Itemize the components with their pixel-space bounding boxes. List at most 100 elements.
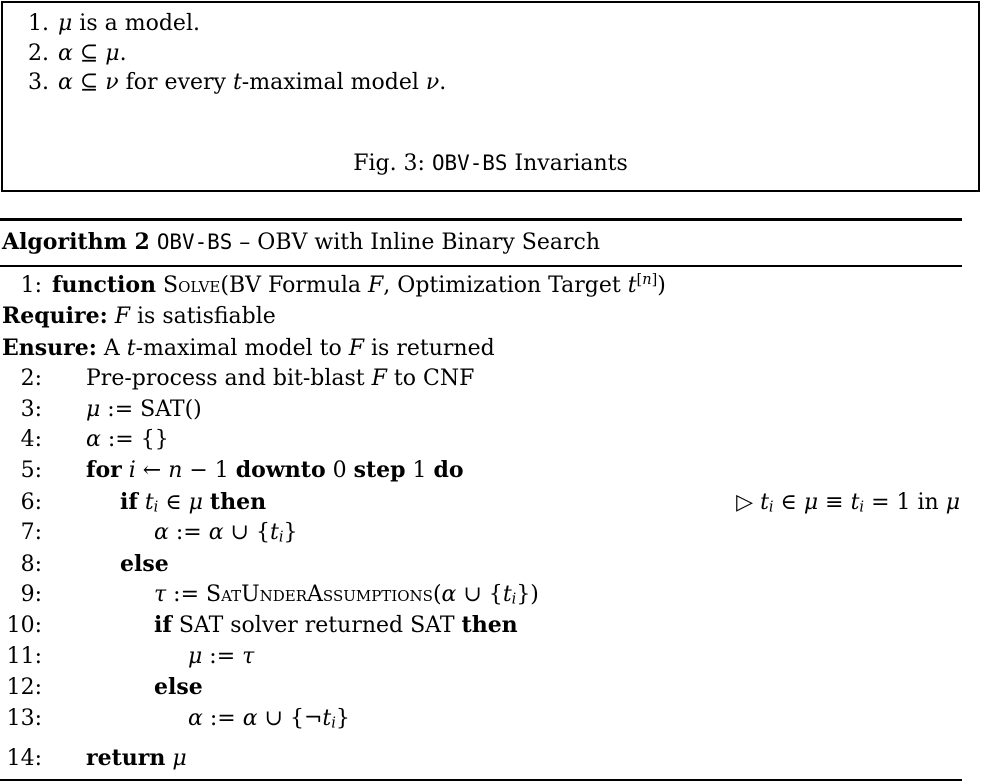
text-segment: }) xyxy=(516,582,539,608)
algo-line: 2:Pre-process and bit-blast F to CNF xyxy=(0,364,962,394)
text-segment: SAT solver returned SAT xyxy=(171,613,462,639)
text-segment: for xyxy=(86,457,122,484)
algo-line: Require: F is satisfiable xyxy=(0,301,962,332)
line-content: Ensure: A t-maximal model to F is return… xyxy=(0,333,495,364)
line-content: else xyxy=(42,549,169,580)
algo-line: 10:if SAT solver returned SAT then xyxy=(0,610,962,641)
text-segment: , Optimization Target xyxy=(383,273,628,298)
text-segment: (BV Formula xyxy=(220,273,369,298)
algo-line: 11:μ := τ xyxy=(0,642,962,672)
text-segment: t xyxy=(322,705,332,731)
algo-line: 9:τ := SatUnderAssumptions(α ∪ {ti}) xyxy=(0,580,962,610)
line-content: α := {} xyxy=(42,425,169,455)
algo-line: 13:α := α ∪ {¬ti} xyxy=(0,704,962,734)
line-number: 5: xyxy=(20,458,42,484)
item-number: 1. xyxy=(28,11,49,36)
algo-line: 4:α := {} xyxy=(0,425,962,455)
line-content: Pre-process and bit-blast F to CNF xyxy=(42,364,474,394)
text-segment: t xyxy=(126,335,136,361)
text-segment: . xyxy=(439,70,447,95)
text-segment: Solve xyxy=(163,273,221,298)
text-segment: := xyxy=(202,643,243,669)
text-segment: return xyxy=(86,745,166,772)
text-segment: } xyxy=(283,520,298,546)
text-segment: Algorithm 2 xyxy=(2,229,150,255)
item-text: μ is a model. xyxy=(49,9,200,39)
text-segment: μ xyxy=(188,489,203,515)
text-segment: n xyxy=(642,272,652,289)
text-segment: function xyxy=(52,272,157,298)
line-number: 2: xyxy=(20,366,42,392)
algorithm-block: Algorithm 2 OBV-BS – OBV with Inline Bin… xyxy=(0,218,962,781)
line-number: 11: xyxy=(6,643,42,669)
text-segment: F xyxy=(348,335,365,361)
text-segment: ∪ {¬ xyxy=(257,705,323,731)
text-segment xyxy=(156,273,163,298)
text-segment: else xyxy=(154,674,203,701)
text-segment: else xyxy=(120,550,169,577)
figure-item-list: 1.μ is a model.2.α ⊆ μ.3.α ⊆ ν for every… xyxy=(3,9,978,98)
text-segment: i xyxy=(153,499,159,516)
text-segment xyxy=(150,230,157,255)
text-segment: t xyxy=(760,489,769,515)
text-segment: α xyxy=(58,40,73,66)
line-content: return μ xyxy=(42,743,187,774)
text-segment: ] xyxy=(651,272,658,289)
text-segment: F xyxy=(371,366,387,392)
algo-line: 1:function Solve(BV Formula F, Optimizat… xyxy=(0,270,962,301)
text-segment: 1 xyxy=(405,458,434,484)
algorithm-body: 1:function Solve(BV Formula F, Optimizat… xyxy=(0,267,962,781)
line-number: 14: xyxy=(6,746,42,772)
algo-line: 8:else xyxy=(0,549,962,580)
text-segment: ∪ { xyxy=(456,582,503,608)
text-segment: ∪ { xyxy=(223,520,270,546)
text-segment: Pre-process and bit-blast xyxy=(86,366,372,392)
line-number: 10: xyxy=(6,613,42,639)
text-segment: do xyxy=(433,457,464,484)
text-segment: is a model. xyxy=(72,11,200,36)
text-segment: τ xyxy=(154,582,167,608)
text-segment: OBV-BS xyxy=(431,150,508,175)
figure-item: 1.μ is a model. xyxy=(3,9,978,39)
text-segment: μ xyxy=(172,746,187,772)
text-segment: μ xyxy=(945,489,960,515)
line-number: 6: xyxy=(20,489,42,515)
text-segment: t xyxy=(502,582,512,608)
text-segment: := xyxy=(202,705,243,731)
text-segment: [ xyxy=(636,272,643,289)
text-segment: α xyxy=(208,520,224,546)
text-segment: SatUnderAssumptions xyxy=(206,582,433,608)
line-number: 4: xyxy=(20,427,42,453)
figure-item: 3.α ⊆ ν for every t-maximal model ν. xyxy=(3,68,978,98)
text-segment: t xyxy=(232,70,242,95)
text-segment: Require: xyxy=(2,303,108,330)
algo-line: 12:else xyxy=(0,672,962,703)
text-segment: Invariants xyxy=(507,150,628,176)
text-segment: if xyxy=(120,488,138,515)
algo-line: 7:α := α ∪ {ti} xyxy=(0,518,962,548)
algo-line: 3:μ := SAT() xyxy=(0,395,962,425)
text-segment: μ xyxy=(188,643,203,669)
text-segment: ← xyxy=(135,458,169,484)
text-segment: is satisfiable xyxy=(130,304,276,330)
line-content: for i ← n − 1 downto 0 step 1 do xyxy=(42,455,464,486)
line-content: function Solve(BV Formula F, Optimizatio… xyxy=(42,270,666,301)
text-segment: t xyxy=(269,520,279,546)
figure-item: 2.α ⊆ μ. xyxy=(3,39,978,69)
text-segment: -maximal model to xyxy=(135,335,349,361)
line-content: μ := SAT() xyxy=(42,395,202,425)
text-segment: step xyxy=(353,457,406,484)
text-segment: i xyxy=(768,499,774,516)
text-segment: ⊆ xyxy=(72,70,106,95)
line-content: else xyxy=(42,672,203,703)
line-number: 3: xyxy=(20,396,42,422)
text-segment: α xyxy=(86,427,101,453)
text-segment: := {} xyxy=(100,427,169,453)
text-segment: A xyxy=(96,335,127,361)
item-number: 3. xyxy=(28,70,49,95)
text-segment: α xyxy=(441,582,457,608)
line-number: 13: xyxy=(6,705,42,731)
line-number: 9: xyxy=(20,582,42,608)
item-text: α ⊆ μ. xyxy=(49,39,127,69)
item-text: α ⊆ ν for every t-maximal model ν. xyxy=(49,68,446,98)
